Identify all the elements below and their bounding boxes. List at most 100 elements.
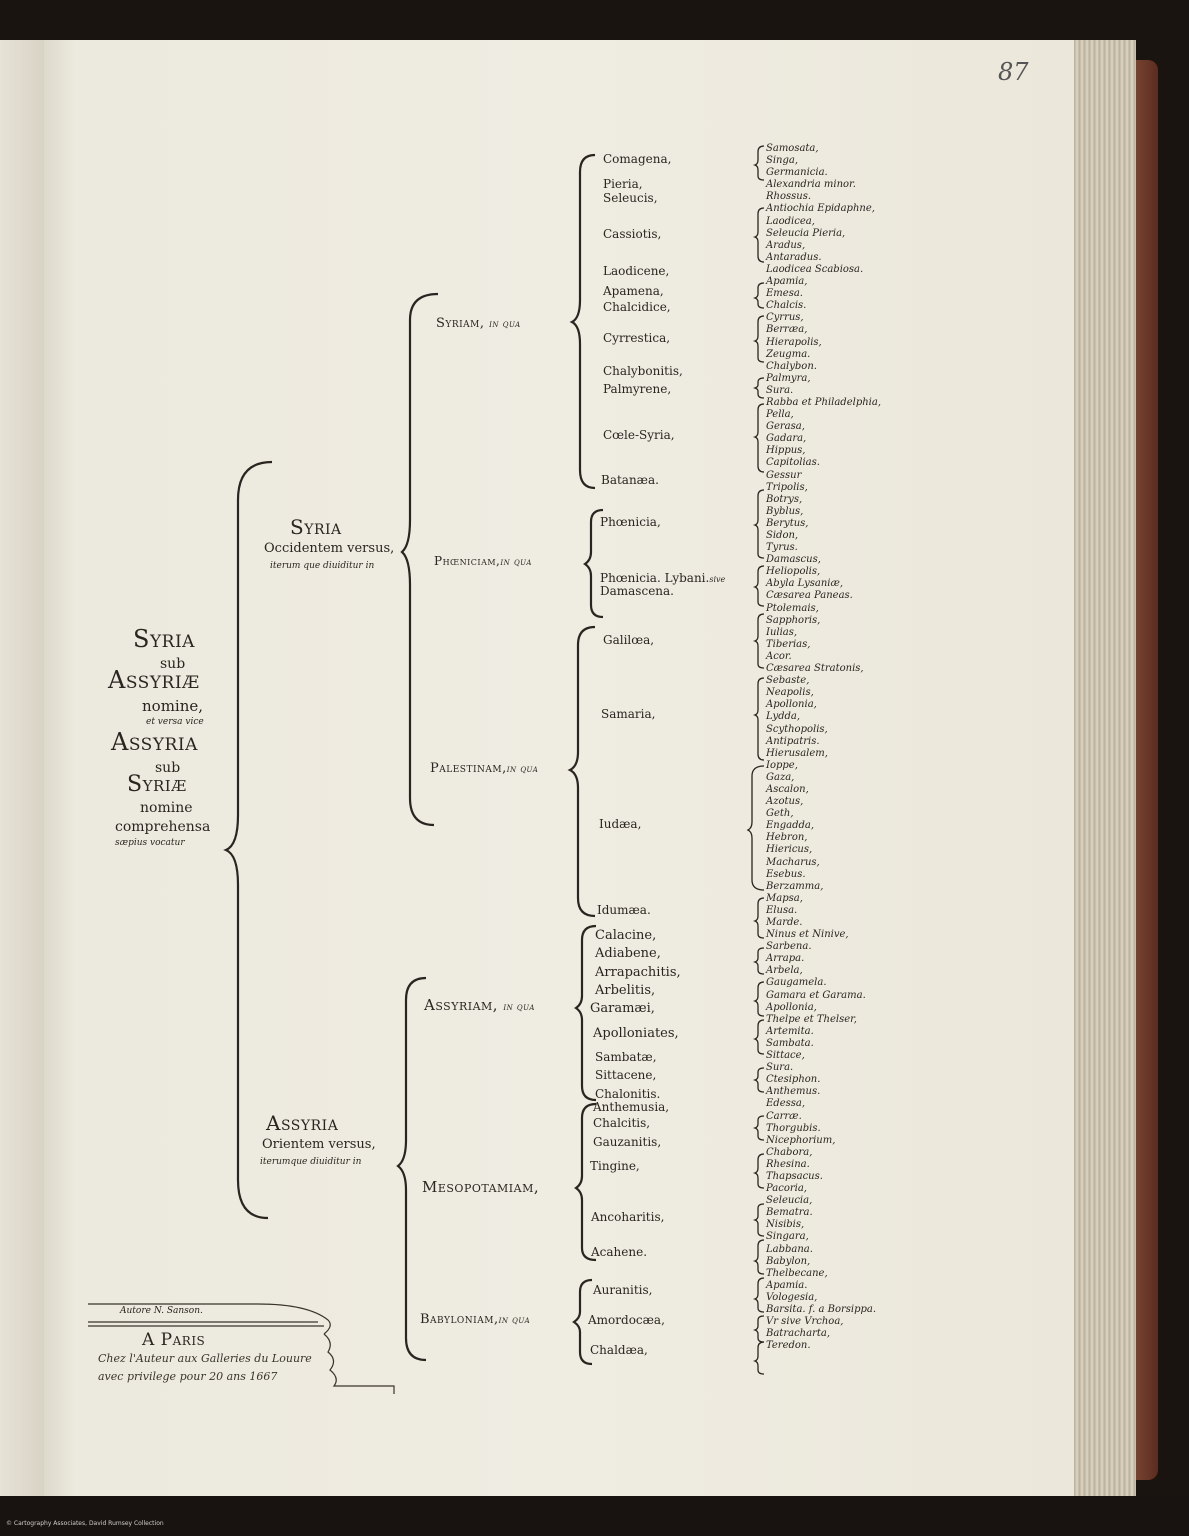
city-item: Antipatris. xyxy=(766,735,820,747)
city-item: Antaradus. xyxy=(766,251,822,263)
city-item: Arrapa. xyxy=(766,953,805,965)
city-item: Sura. xyxy=(766,1062,794,1074)
city-item: Capitolias. xyxy=(766,457,820,469)
region-item: Amordocæa, xyxy=(588,1313,665,1327)
city-item: Sittace, xyxy=(766,1050,805,1062)
city-item: Pella, xyxy=(766,409,794,421)
city-item: Apollonia, xyxy=(766,699,817,711)
city-item: Chabora, xyxy=(766,1146,813,1158)
region-item: Laodicene, xyxy=(603,264,670,278)
city-item: Scythopolis, xyxy=(766,723,828,735)
city-item: Bematra. xyxy=(766,1207,813,1219)
city-item: Heliopolis, xyxy=(766,566,821,578)
city-item: Ctesiphon. xyxy=(766,1074,821,1086)
city-item: Gessur xyxy=(766,469,802,481)
region-item: Garamæi, xyxy=(590,1001,655,1016)
syria-brace xyxy=(400,292,439,827)
city-item: Gerasa, xyxy=(766,421,805,433)
city-item: Tyrus. xyxy=(766,542,798,554)
city-item: Emesa. xyxy=(766,288,803,300)
assyria-title: Assyria xyxy=(266,1111,339,1135)
colophon-rule xyxy=(88,1303,395,1394)
root-versa-vice: et versa vice xyxy=(146,717,204,727)
city-item: Esebus. xyxy=(766,868,806,880)
cities-list: Samosata, Singa, Germanicia. Alexandria … xyxy=(766,143,881,1352)
city-item: Apamia. xyxy=(766,1279,808,1291)
city-item: Teredon. xyxy=(766,1340,811,1352)
city-item: Mapsa, xyxy=(766,892,803,904)
phoeniciam-brace xyxy=(583,508,604,619)
region-item: Calacine, xyxy=(595,928,657,943)
city-item: Edessa, xyxy=(766,1098,806,1110)
region-item: Acahene. xyxy=(591,1245,648,1259)
city-item: Sarbena. xyxy=(766,941,812,953)
city-item: Ptolemais, xyxy=(766,602,819,614)
city-item: Thelbecane, xyxy=(766,1267,828,1279)
city-item: Hippus, xyxy=(766,445,806,457)
region-item: Auranitis, xyxy=(593,1283,653,1297)
city-item: Acor. xyxy=(766,650,792,662)
city-item: Laodicea Scabiosa. xyxy=(766,263,864,275)
city-item: Palmyra, xyxy=(766,372,811,384)
city-item: Abyla Lysaniæ, xyxy=(766,578,844,590)
colophon-city: A Paris xyxy=(142,1330,206,1350)
babyloniam-brace xyxy=(572,1278,593,1366)
city-item: Seleucia, xyxy=(766,1195,813,1207)
city-item: Zeugma. xyxy=(766,348,811,360)
city-item: Botrys, xyxy=(766,493,803,505)
city-item: Laodicea, xyxy=(766,215,815,227)
city-item: Gadara, xyxy=(766,433,807,445)
city-item: Hebron, xyxy=(766,832,808,844)
city-item: Apamia, xyxy=(766,276,808,288)
city-item: Aradus, xyxy=(766,239,806,251)
assyriam-brace xyxy=(574,924,597,1102)
city-item: Singara, xyxy=(766,1231,809,1243)
book-page xyxy=(44,40,1074,1496)
assyria-subtitle: Orientem versus, xyxy=(262,1137,376,1152)
region-item: Cassiotis, xyxy=(603,227,662,241)
region-item: Anthemusia, xyxy=(593,1100,670,1114)
city-item: Chalybon. xyxy=(766,360,817,372)
region-item: Ancoharitis, xyxy=(591,1210,665,1224)
city-item: Marde. xyxy=(766,917,803,928)
region-item: Cyrrestica, xyxy=(603,331,671,345)
assyria-brace xyxy=(396,976,427,1362)
city-item: Cyrrus, xyxy=(766,312,804,324)
city-item: Rhossus. xyxy=(766,191,812,203)
city-item: Hierapolis, xyxy=(766,336,822,348)
region-item: Chalybonitis, xyxy=(603,364,683,378)
city-item: Hierusalem, xyxy=(766,747,828,759)
city-item: Rhesina. xyxy=(766,1158,810,1170)
credit-line: © Cartography Associates, David Rumsey C… xyxy=(6,1520,164,1527)
city-item: Rabba et Philadelphia, xyxy=(766,396,882,408)
region-item: Gauzanitis, xyxy=(593,1135,662,1149)
city-item: Singa, xyxy=(766,155,799,167)
root-title-assyria: Assyria xyxy=(111,728,198,756)
syriam-brace xyxy=(569,153,596,490)
city-item: Arbela, xyxy=(766,965,803,977)
region-item: Palmyrene, xyxy=(603,382,672,396)
city-item: Sebaste, xyxy=(766,675,810,687)
city-item: Thorgubis. xyxy=(766,1122,821,1134)
root-nomine-2: nomine xyxy=(140,800,193,816)
region-item: Arrapachitis, xyxy=(595,965,681,980)
root-nomine-1: nomine, xyxy=(142,697,204,715)
city-item: Sura. xyxy=(766,384,794,396)
city-item: Sapphoris, xyxy=(766,614,821,626)
city-item: Gaza, xyxy=(766,771,795,783)
city-item: Apollonia, xyxy=(766,1001,817,1013)
root-title-syriae: Syriæ xyxy=(127,772,187,797)
assyria-note: iterumque diuiditur in xyxy=(260,1157,362,1167)
province-babyloniam: Babyloniam,in qua xyxy=(420,1312,531,1327)
region-item: Phœnicia, xyxy=(600,515,661,529)
region-item: Pieria, xyxy=(603,177,643,191)
city-item: Tiberias, xyxy=(766,638,811,650)
mesopotamiam-brace xyxy=(574,1102,597,1262)
province-palestinam: Palestinam,in qua xyxy=(430,761,539,776)
region-item: Damascena. xyxy=(600,584,674,598)
city-item: Tripolis, xyxy=(766,481,808,493)
region-item: Tingine, xyxy=(590,1159,640,1173)
city-item: Cæsarea Paneas. xyxy=(766,590,853,602)
city-item: Berzamma, xyxy=(766,880,824,892)
root-title-syria: Syria xyxy=(133,625,195,653)
